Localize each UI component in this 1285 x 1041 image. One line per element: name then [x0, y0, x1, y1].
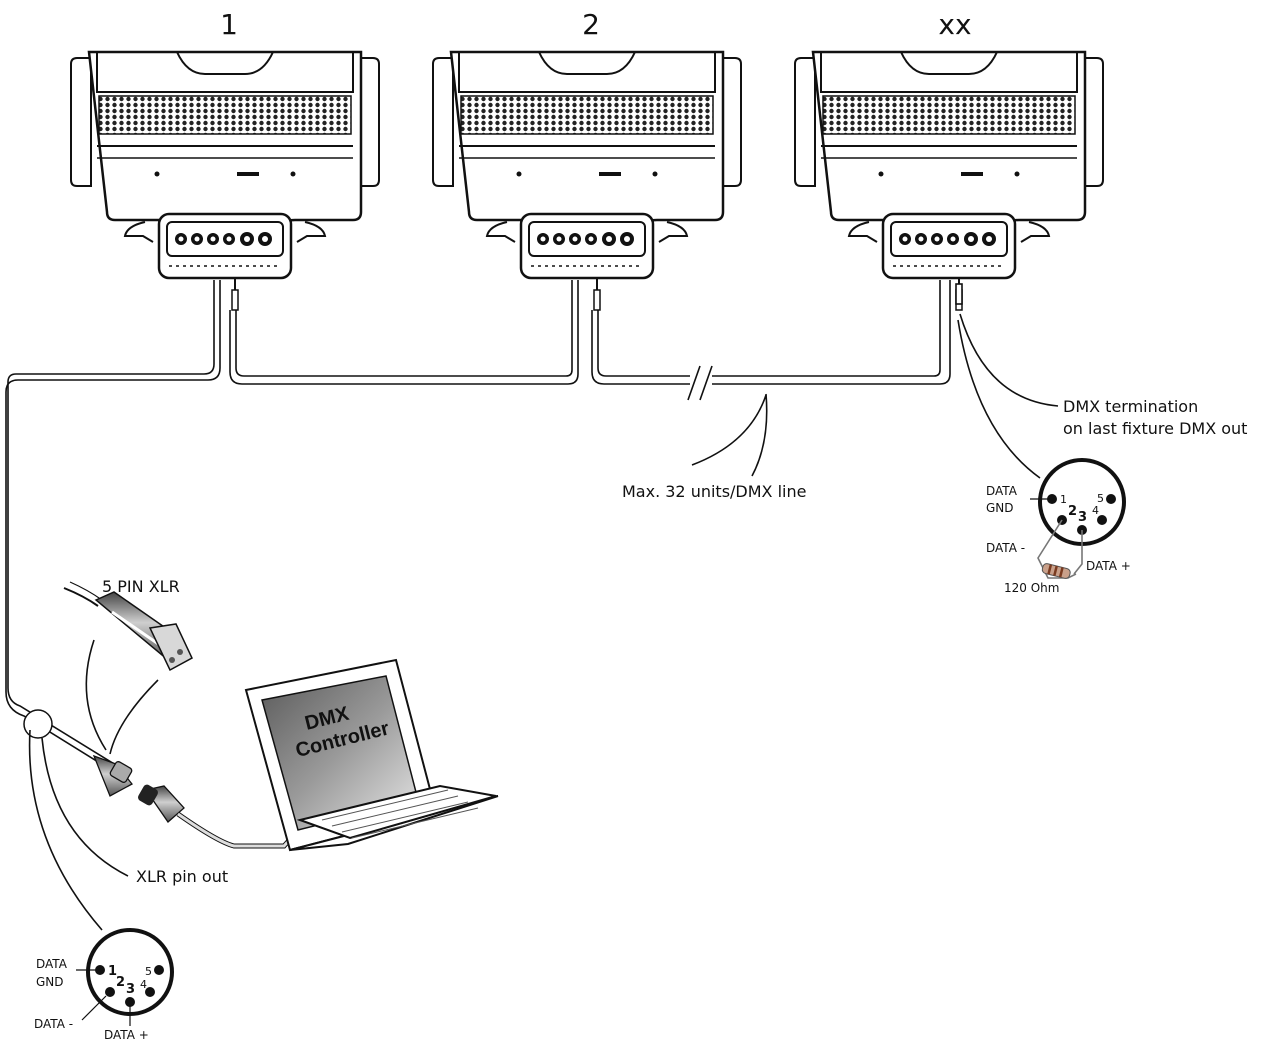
termination-data-gnd-line2: GND: [986, 501, 1014, 515]
termination-xlr-pinout: 1 2 3 4 5: [1030, 458, 1126, 579]
xlr-pinout-label: XLR pin out: [136, 867, 228, 886]
xlr-male-plug: [63, 581, 193, 672]
fixture-xx: [793, 50, 1105, 312]
svg-text:4: 4: [140, 978, 147, 991]
cable-break-mark: [687, 365, 713, 401]
termination-label-line2: on last fixture DMX out: [1063, 419, 1247, 438]
xlr-plug-leaders: [85, 639, 159, 755]
svg-text:5: 5: [1097, 492, 1104, 505]
xlr-connector-label: 5 PIN XLR: [102, 577, 180, 596]
termination-label-line1: DMX termination: [1063, 397, 1198, 416]
termination-data-minus: DATA -: [986, 541, 1025, 555]
controller-data-plus: DATA +: [104, 1028, 149, 1041]
svg-text:3: 3: [126, 982, 135, 997]
termination-leader: [955, 283, 1059, 479]
xlr-pinout-leaders: [28, 729, 129, 931]
svg-text:1: 1: [1060, 493, 1067, 506]
fixture-1-number: 1: [220, 8, 238, 41]
svg-text:4: 4: [1092, 504, 1099, 517]
resistor-120-ohm: [1041, 563, 1071, 579]
svg-text:5: 5: [145, 965, 152, 978]
dmx-cable-chain: [5, 280, 951, 779]
controller-data-gnd-line2: GND: [36, 975, 64, 989]
termination-data-gnd-line1: DATA: [986, 484, 1018, 498]
svg-text:2: 2: [116, 975, 125, 990]
svg-text:3: 3: [1078, 510, 1087, 525]
fixture-xx-number: xx: [938, 8, 971, 41]
termination-data-plus: DATA +: [1086, 559, 1131, 573]
controller-data-minus: DATA -: [34, 1017, 73, 1031]
max-units-leader: [691, 393, 768, 477]
controller-xlr-pinout: 1 2 3 4 5: [76, 928, 174, 1026]
max-units-label: Max. 32 units/DMX line: [622, 482, 806, 501]
svg-text:2: 2: [1068, 504, 1077, 519]
connection-detail-circle: [23, 709, 53, 739]
fixture-2-number: 2: [582, 8, 600, 41]
xlr-adapter-pair: [92, 754, 185, 823]
controller-data-gnd-line1: DATA: [36, 957, 68, 971]
laptop-dmx-controller: DMX Controller: [244, 658, 499, 852]
termination-resistor-label: 120 Ohm: [1004, 581, 1059, 595]
fixture-2: [431, 50, 743, 312]
fixture-1: [69, 50, 381, 312]
svg-text:1: 1: [108, 964, 117, 979]
